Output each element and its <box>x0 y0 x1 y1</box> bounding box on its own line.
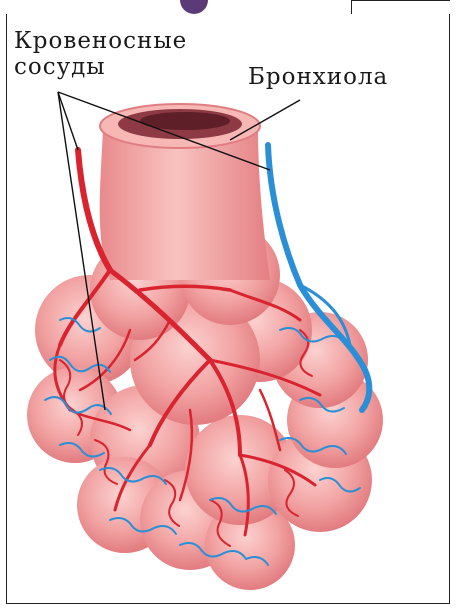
bronchiole-tube <box>100 104 270 280</box>
vessels-label-line2: сосуды <box>14 54 187 80</box>
leader-vessels-1 <box>58 92 78 150</box>
bronchiole-label: Бронхиола <box>248 64 388 90</box>
vessels-label: Кровеносные сосуды <box>14 28 187 81</box>
vessels-label-line1: Кровеносные <box>14 28 187 54</box>
